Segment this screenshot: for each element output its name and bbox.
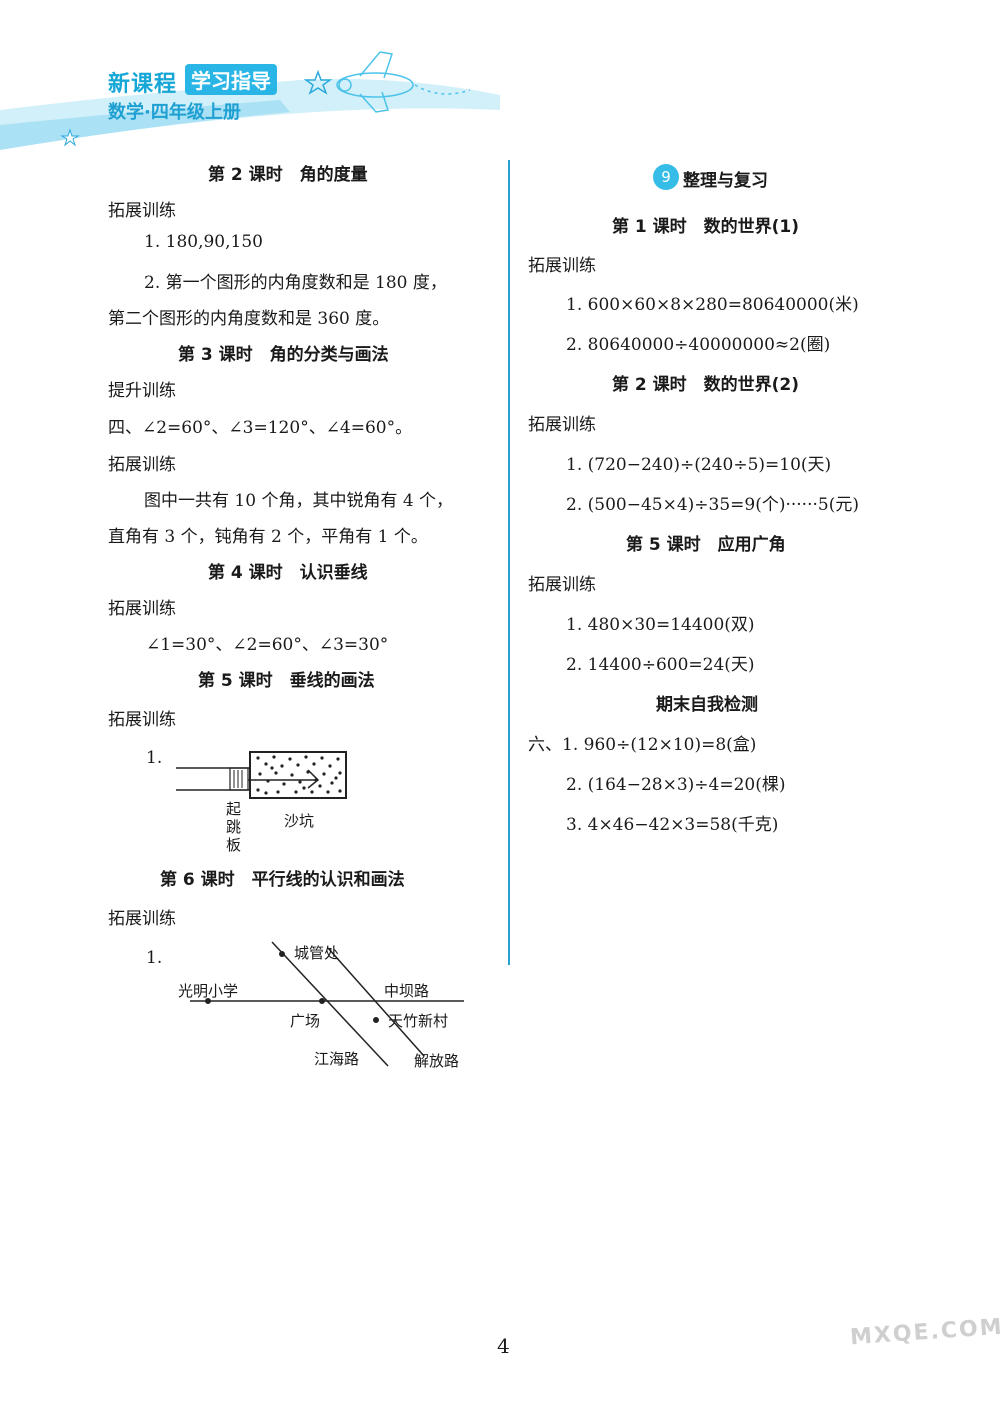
column-divider	[508, 160, 510, 965]
road-map-figure	[190, 941, 464, 1067]
unit-title: 整理与复习	[683, 171, 768, 191]
subheading: 拓展训练	[108, 909, 176, 929]
map-label-village: 天竹新村	[388, 1012, 449, 1030]
answer-line: 四、∠2=60°、∠3=120°、∠4=60°。	[108, 418, 413, 438]
section-title: 第 2 课时 数的世界(2)	[612, 375, 800, 395]
subheading: 拓展训练	[108, 201, 176, 221]
page-number: 4	[497, 1334, 510, 1358]
brand-name: 新课程	[108, 72, 178, 97]
answer-line: 1. 600×60×8×280=80640000(米)	[566, 295, 859, 315]
road-a-line	[271, 941, 389, 1067]
book-subtitle: 数学·四年级上册	[108, 102, 241, 123]
answer-line: 1. 480×30=14400(双)	[566, 615, 755, 635]
subheading: 拓展训练	[528, 256, 596, 276]
subheading: 提升训练	[108, 381, 176, 401]
answer-line: 1. 180,90,150	[144, 232, 263, 252]
answer-line: 3. 4×46−42×3=58(千克)	[566, 815, 779, 835]
item-number: 1.	[146, 748, 163, 768]
board-label: 起跳板	[226, 800, 242, 854]
map-label-road-a: 江海路	[314, 1050, 360, 1068]
watermark: MXQE.COM	[849, 1314, 1000, 1351]
map-label-school: 光明小学	[178, 982, 239, 1000]
answer-line: 直角有 3 个，钝角有 2 个，平角有 1 个。	[108, 527, 428, 547]
section-title: 第 5 课时 应用广角	[626, 535, 786, 555]
map-label-road-main: 中坝路	[384, 982, 430, 1000]
subheading: 拓展训练	[108, 599, 176, 619]
long-jump-figure	[176, 751, 347, 799]
subheading: 拓展训练	[108, 710, 176, 730]
airplane-icon	[336, 51, 471, 113]
map-label-office: 城管处	[294, 944, 340, 962]
answer-line: 图中一共有 10 个角，其中锐角有 4 个，	[144, 491, 454, 511]
subheading: 拓展训练	[528, 415, 596, 435]
section-title: 第 6 课时 平行线的认识和画法	[160, 870, 405, 890]
header-banner	[0, 51, 500, 150]
jump-board	[229, 767, 249, 791]
village-point	[373, 1017, 379, 1023]
square-point	[319, 998, 325, 1004]
unit-number-badge: 9	[653, 164, 679, 190]
office-point	[279, 951, 285, 957]
answer-line: 2. (500−45×4)÷35=9(个)······5(元)	[566, 495, 859, 515]
section-title: 第 1 课时 数的世界(1)	[612, 217, 800, 237]
answer-line: 2. 80640000÷40000000≈2(圈)	[566, 335, 831, 355]
section-title: 第 2 课时 角的度量	[208, 165, 368, 185]
answer-line: 1. (720−240)÷(240÷5)=10(天)	[566, 455, 832, 475]
section-title: 期末自我检测	[656, 695, 758, 715]
map-label-road-b: 解放路	[414, 1052, 460, 1070]
answer-line: ∠1=30°、∠2=60°、∠3=30°	[146, 635, 389, 655]
road-b-line	[327, 947, 425, 1057]
answer-line: 2. 第一个图形的内角度数和是 180 度，	[144, 273, 447, 293]
subheading: 拓展训练	[108, 455, 176, 475]
pit-label: 沙坑	[284, 812, 315, 830]
map-label-square: 广场	[290, 1012, 321, 1030]
sand-pit	[249, 751, 347, 799]
section-title: 第 5 课时 垂线的画法	[198, 671, 375, 691]
section-title: 第 3 课时 角的分类与画法	[178, 345, 389, 365]
section-title: 第 4 课时 认识垂线	[208, 563, 368, 583]
school-point	[205, 998, 211, 1004]
answer-line: 六、1. 960÷(12×10)=8(盒)	[528, 735, 757, 755]
item-number: 1.	[146, 948, 163, 968]
subheading: 拓展训练	[528, 575, 596, 595]
answer-line: 第二个图形的内角度数和是 360 度。	[108, 309, 390, 329]
star-icon-small	[60, 128, 80, 147]
star-icon	[303, 69, 333, 95]
answer-line: 2. (164−28×3)÷4=20(棵)	[566, 775, 786, 795]
answer-line: 2. 14400÷600=24(天)	[566, 655, 755, 675]
brand-tag: 学习指导	[185, 64, 277, 95]
